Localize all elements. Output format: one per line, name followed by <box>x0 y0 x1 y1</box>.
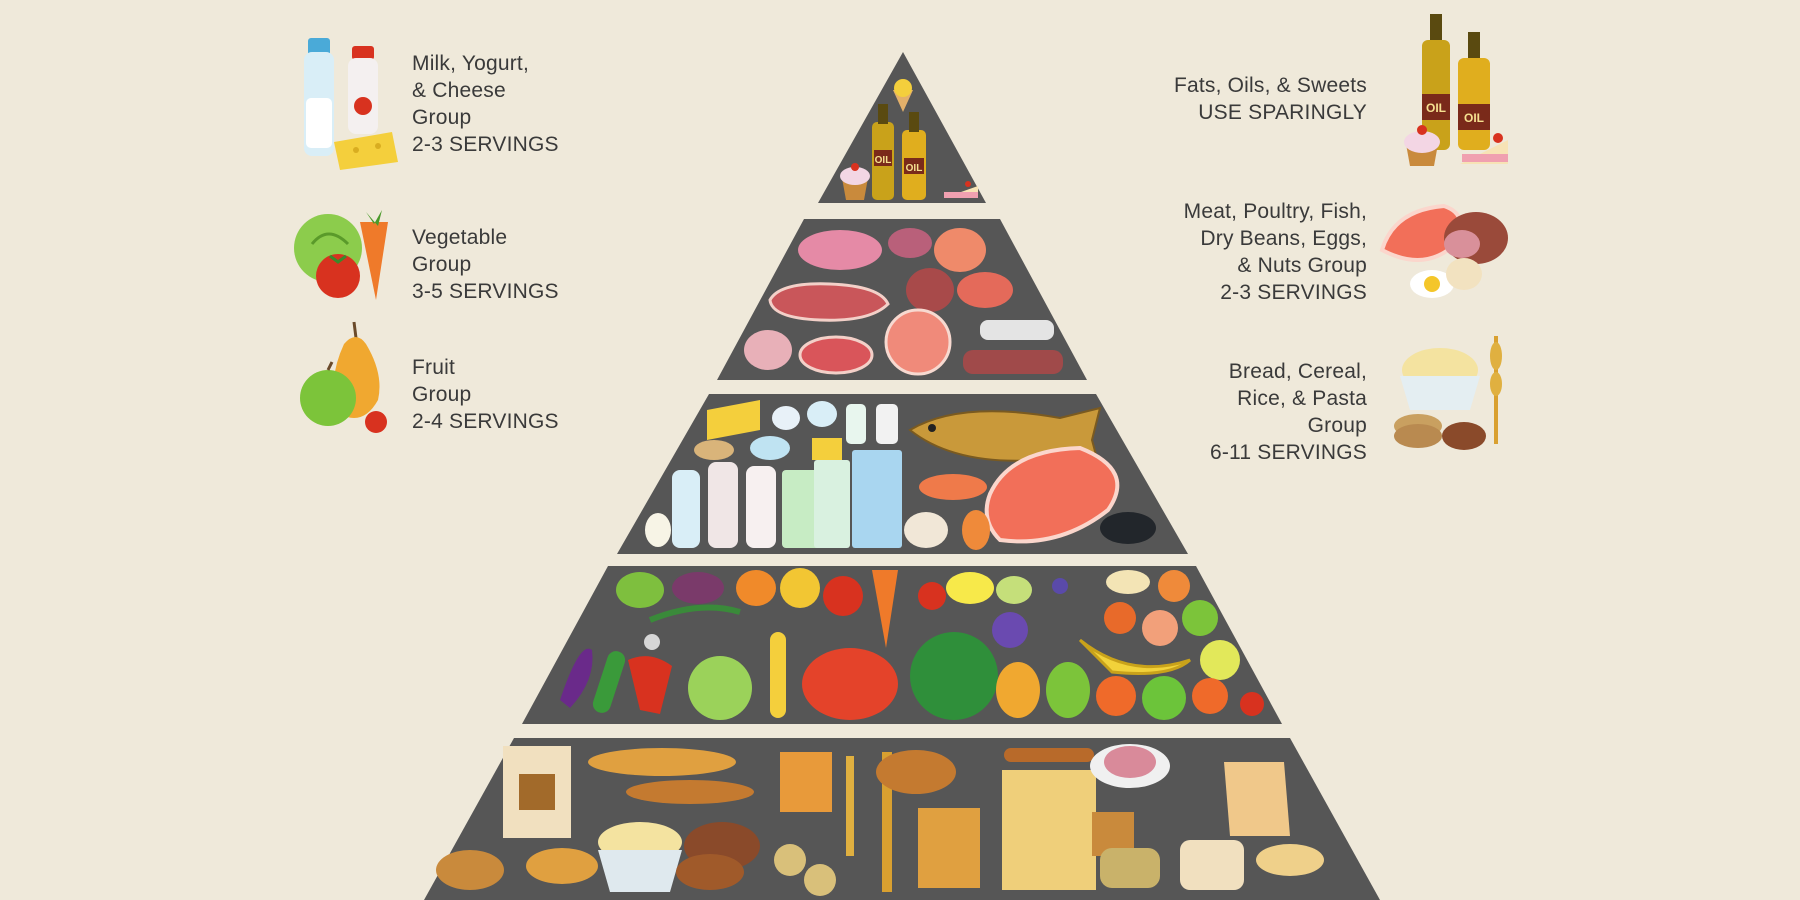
legend-vegetable-line: Vegetable <box>412 226 508 249</box>
fruit-group-icon <box>300 321 387 433</box>
yogurt-bottle-icon <box>348 46 378 134</box>
oil-bottle-icon: OIL <box>902 112 926 200</box>
pyramid-tier-dairy-fish <box>617 394 1188 554</box>
fats-group-icon: OIL OIL <box>1404 14 1508 166</box>
egg-icon <box>1410 258 1482 298</box>
dairy-items <box>645 400 902 548</box>
legend-meat-line: & Nuts Group <box>1237 254 1367 277</box>
legend-fats-note: USE SPARINGLY <box>1198 101 1367 124</box>
legend-meat-line: Dry Beans, Eggs, <box>1200 227 1367 250</box>
grain-items <box>436 744 1324 896</box>
carrot-icon <box>360 210 388 300</box>
legend-dairy-line: Group <box>412 106 472 129</box>
legend-meat-servings: 2-3 SERVINGS <box>1220 281 1367 304</box>
legend-bread: Bread, Cereal, Rice, & Pasta Group 6-11 … <box>1210 358 1367 466</box>
wheat-icon <box>1490 336 1502 444</box>
milk-bottle-icon <box>304 38 334 156</box>
legend-fruit-line: Group <box>412 383 472 406</box>
oil-bottle-icon: OIL <box>872 104 894 200</box>
cupcake-icon <box>1404 125 1440 166</box>
grain-group-icon <box>1394 336 1502 450</box>
legend-dairy-line: Milk, Yogurt, <box>412 52 529 75</box>
cake-slice-icon <box>1460 133 1508 164</box>
ham-icon <box>1444 212 1508 264</box>
legend-meat: Meat, Poultry, Fish, Dry Beans, Eggs, & … <box>1184 198 1367 306</box>
fruit-items <box>910 570 1264 720</box>
legend-bread-line: Bread, Cereal, <box>1228 360 1367 383</box>
cake-slice-icon <box>944 181 978 198</box>
pyramid-tier-bread-cereal-rice-pasta <box>424 738 1380 900</box>
svg-text:OIL: OIL <box>906 163 923 174</box>
legend-dairy: Milk, Yogurt, & Cheese Group 2-3 SERVING… <box>412 50 559 158</box>
svg-text:OIL: OIL <box>1426 101 1446 115</box>
pyramid-tier-meat-fish-beans <box>717 219 1087 380</box>
legend-bread-line: Group <box>1307 414 1367 437</box>
legend-fats-line: Fats, Oils, & Sweets <box>1173 74 1367 97</box>
seafood-items <box>904 406 1156 550</box>
legend-dairy-servings: 2-3 SERVINGS <box>412 133 559 156</box>
meat-group-icon <box>1379 203 1508 298</box>
legend-vegetable-line: Group <box>412 253 472 276</box>
vegetable-group-icon <box>294 210 388 300</box>
cupcake-icon <box>840 163 870 200</box>
vegetable-items <box>560 568 898 720</box>
legend-meat-line: Meat, Poultry, Fish, <box>1183 200 1367 223</box>
legend-fats-oils-sweets: Fats, Oils, & Sweets USE SPARINGLY <box>1174 72 1367 126</box>
legend-fruit: Fruit Group 2-4 SERVINGS <box>412 354 559 435</box>
ice-cream-icon <box>893 79 913 112</box>
svg-text:OIL: OIL <box>875 155 892 166</box>
pyramid-tier-fruits-vegetables <box>522 566 1282 724</box>
porridge-bowl-icon <box>1400 348 1480 410</box>
oil-bottle-icon: OIL <box>1422 14 1450 150</box>
legend-bread-servings: 6-11 SERVINGS <box>1209 441 1367 464</box>
legend-fruit-line: Fruit <box>412 356 455 379</box>
legend-bread-line: Rice, & Pasta <box>1237 387 1367 410</box>
legend-vegetable-servings: 3-5 SERVINGS <box>412 280 559 303</box>
oil-bottle-icon: OIL <box>1458 32 1490 150</box>
cherry-icon <box>365 411 387 433</box>
meat-items <box>744 228 1063 376</box>
legend-vegetable: Vegetable Group 3-5 SERVINGS <box>412 224 559 305</box>
tomato-icon <box>316 254 360 298</box>
legend-dairy-line: & Cheese <box>412 79 506 102</box>
cheese-icon <box>334 132 398 170</box>
pyramid-tier-fats-oils-sweets: OIL OIL <box>818 52 986 203</box>
svg-text:OIL: OIL <box>1464 111 1484 125</box>
legend-fruit-servings: 2-4 SERVINGS <box>412 410 559 433</box>
apple-icon <box>300 361 356 426</box>
cookie-icon <box>1394 414 1486 450</box>
dairy-group-icon <box>304 38 398 170</box>
